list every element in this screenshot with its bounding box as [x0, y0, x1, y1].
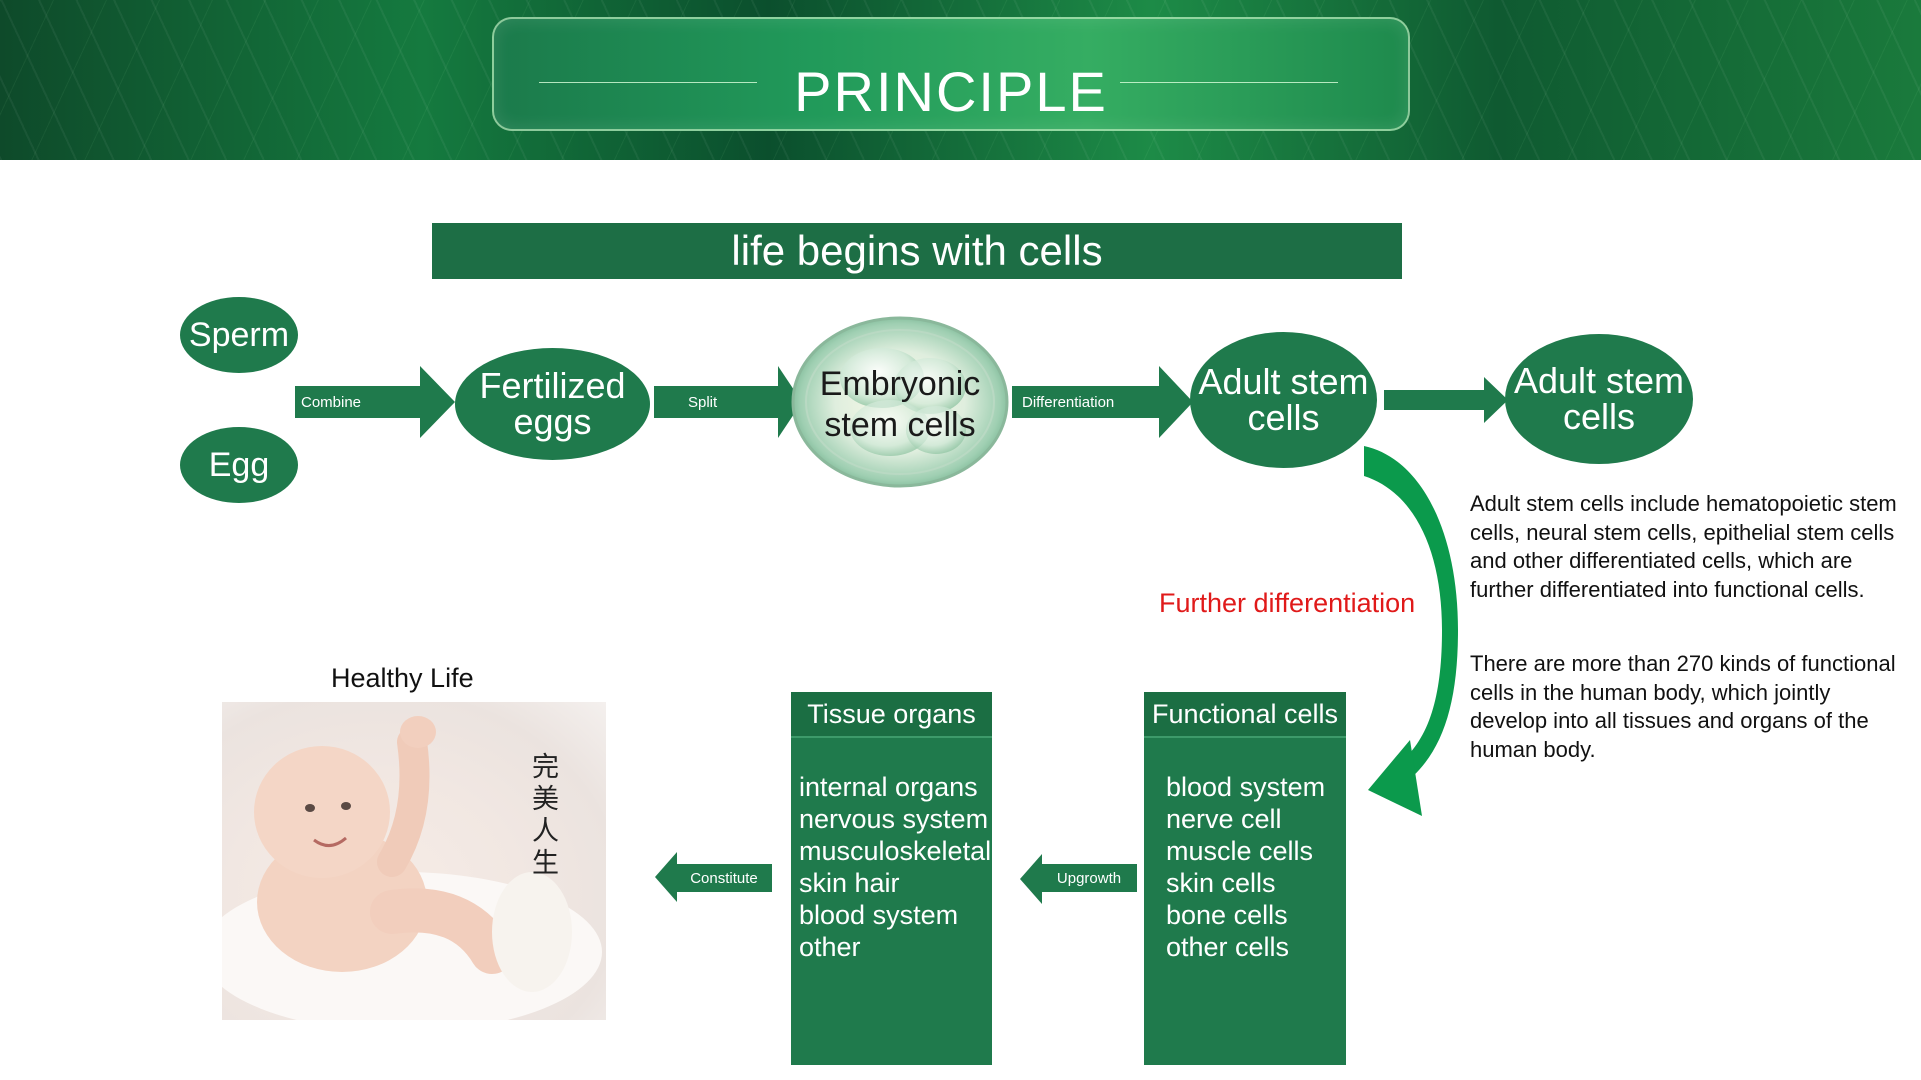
functional-cells-item: skin cells [1166, 868, 1276, 898]
section-banner: life begins with cells [432, 223, 1402, 279]
caption-char: 人 [532, 816, 559, 847]
split-label: Split [654, 386, 780, 418]
title-panel: PRINCIPLE [492, 17, 1410, 131]
differentiation-label: Differentiation [1012, 386, 1160, 418]
embryonic-stem-cells-label: Embryonic stem cells [790, 364, 1010, 447]
tissue-organs-item: other [799, 932, 861, 962]
embryonic-cell-image [791, 316, 1009, 488]
caption-char: 完 [532, 752, 559, 783]
adult-stem-cells-node: Adult stem cells [1190, 332, 1377, 468]
adult-arrow-arrowhead [1484, 377, 1508, 423]
baby-illustration [222, 716, 602, 1020]
functional-cells-box: Functional cells blood system nerve cell… [1144, 692, 1346, 1065]
fertilized-eggs-node: Fertilized eggs [455, 348, 650, 460]
functional-cells-item: muscle cells [1166, 836, 1314, 866]
tissue-organs-item: musculoskeletal [799, 836, 992, 866]
description-paragraph-2: There are more than 270 kinds of functio… [1470, 651, 1896, 762]
fertilized-eggs-line2: eggs [513, 401, 592, 442]
tissue-organs-item: internal organs [799, 772, 978, 802]
tissue-organs-item: nervous system [799, 804, 989, 834]
description-paragraph-1: Adult stem cells include hematopoietic s… [1470, 491, 1897, 602]
chinese-caption: 完 美 人 生 [532, 752, 562, 880]
header-banner: PRINCIPLE [0, 0, 1921, 160]
title-left-rule [539, 82, 757, 83]
embryonic-line1: Embryonic [819, 365, 981, 403]
page-title: PRINCIPLE [794, 60, 1108, 123]
functional-cells-item: other cells [1166, 932, 1290, 962]
adult-stem-cells-line2: cells [1247, 397, 1320, 438]
tissue-organs-item: blood system [799, 900, 959, 930]
functional-cells-item: bone cells [1166, 900, 1288, 930]
functional-cells-item: nerve cell [1166, 804, 1282, 834]
caption-char: 生 [532, 848, 559, 879]
upgrowth-arrowhead [1020, 854, 1042, 904]
tissue-organs-title: Tissue organs [791, 692, 992, 738]
adult-stem-cells-2-line1: Adult stem [1513, 360, 1685, 401]
curved-differentiation-arrow [1364, 446, 1458, 816]
caption-char: 美 [532, 784, 559, 815]
egg-node: Egg [180, 427, 298, 503]
adult-stem-cells-line1: Adult stem [1198, 361, 1369, 402]
embryonic-line2: stem cells [824, 406, 976, 445]
adult-stem-cells-2-line2: cells [1562, 396, 1636, 437]
constitute-label: Constitute [676, 864, 772, 892]
tissue-organs-box: Tissue organs internal organs nervous sy… [791, 692, 992, 1065]
healthy-life-title: Healthy Life [331, 663, 474, 693]
constitute-arrowhead [655, 852, 677, 902]
baby-photo [222, 702, 606, 1020]
adult-arrow-shaft [1384, 390, 1486, 410]
functional-cells-item: blood system [1166, 772, 1326, 802]
upgrowth-label: Upgrowth [1041, 864, 1137, 892]
combine-label: Combine [295, 386, 421, 418]
functional-cells-title: Functional cells [1144, 692, 1346, 738]
combine-arrowhead [420, 366, 455, 438]
fertilized-eggs-line1: Fertilized [479, 365, 626, 406]
differentiation-arrowhead [1159, 366, 1193, 438]
tissue-organs-item: skin hair [799, 868, 900, 898]
sperm-node: Sperm [180, 297, 298, 373]
title-right-rule [1120, 82, 1338, 83]
further-differentiation-label: Further differentiation [1159, 588, 1416, 618]
adult-stem-cells-node-2: Adult stem cells [1505, 334, 1693, 464]
